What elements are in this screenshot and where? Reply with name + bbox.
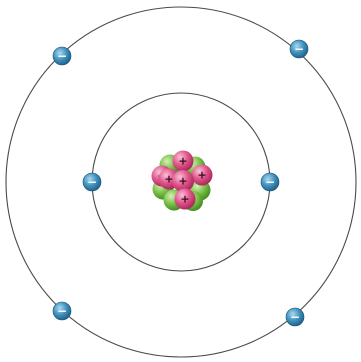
electron: − [53, 302, 71, 320]
electron: − [53, 47, 71, 65]
nucleus: + + + + + [152, 151, 213, 212]
proton: + [173, 151, 194, 172]
electron: − [290, 40, 308, 58]
electron: − [286, 308, 304, 326]
electron: − [261, 173, 279, 191]
proton: + [192, 165, 213, 186]
proton: + [175, 189, 196, 210]
electron: − [83, 173, 101, 191]
